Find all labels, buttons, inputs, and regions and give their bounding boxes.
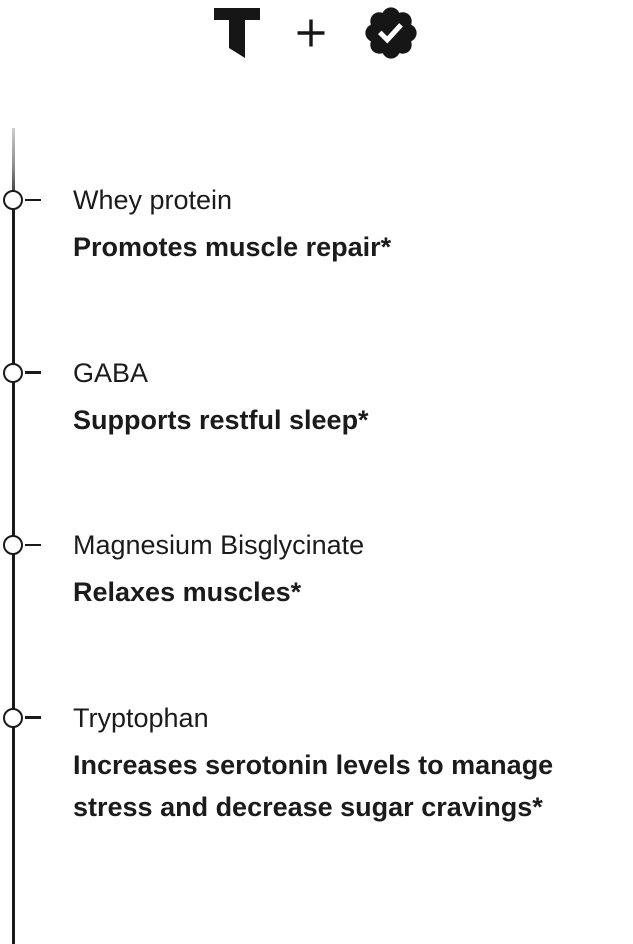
verified-badge-icon <box>361 3 421 63</box>
ingredient-benefit: Relaxes muscles* <box>73 577 302 607</box>
ingredient-benefit: Increases serotonin levels to manage str… <box>73 749 554 822</box>
ingredient-name: Magnesium Bisglycinate <box>73 530 365 560</box>
brand-logo-row <box>0 0 633 66</box>
ingredient-text-block: Whey protein Promotes muscle repair* <box>73 179 629 268</box>
timeline-node-tick <box>25 371 41 374</box>
ingredient-text-block: GABA Supports restful sleep* <box>73 352 629 441</box>
ingredient-text-block: Magnesium Bisglycinate Relaxes muscles* <box>73 524 629 613</box>
ingredient-name: Tryptophan <box>73 702 209 733</box>
timeline-node-circle <box>3 707 23 728</box>
timeline-node-tick <box>25 543 41 547</box>
timeline-node-circle <box>3 535 23 555</box>
timeline-node-circle <box>3 362 23 383</box>
ingredient-benefit: Promotes muscle repair* <box>73 232 392 262</box>
timeline-node-tick <box>25 198 41 202</box>
ingredient-text-block: Tryptophan Increases serotonin levels to… <box>73 697 629 828</box>
ingredient-name: Whey protein <box>73 185 233 215</box>
timeline-node-circle <box>3 190 23 210</box>
brand-t-logo-icon <box>213 8 261 58</box>
ingredient-benefit: Supports restful sleep* <box>73 404 369 435</box>
plus-icon <box>294 16 328 50</box>
timeline-node-tick <box>25 716 41 719</box>
ingredient-name: GABA <box>73 357 149 388</box>
